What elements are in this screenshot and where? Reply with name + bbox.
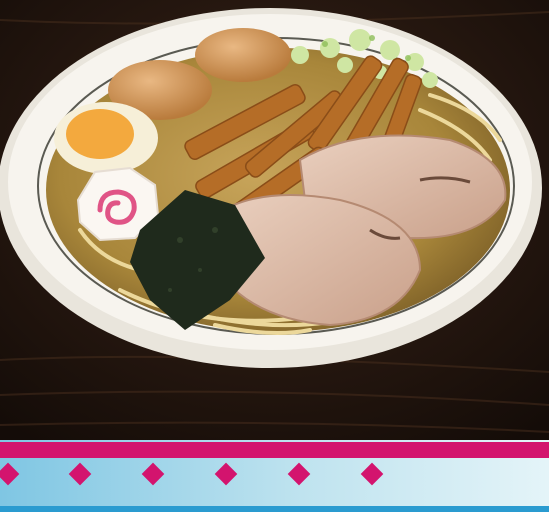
marinated-egg-1 bbox=[108, 60, 212, 120]
ramen-photo bbox=[0, 0, 549, 440]
diamond-icon bbox=[360, 462, 384, 486]
banner-bottom-line bbox=[0, 506, 549, 512]
menma bbox=[184, 55, 422, 222]
diamond-icon bbox=[0, 462, 20, 486]
nori-seaweed bbox=[130, 190, 265, 330]
decorative-banner bbox=[0, 440, 549, 512]
diamond-icon bbox=[287, 462, 311, 486]
diamond-icon bbox=[68, 462, 92, 486]
scallions bbox=[291, 29, 438, 88]
marinated-egg-2 bbox=[195, 28, 291, 82]
diamond-icon bbox=[214, 462, 238, 486]
chashu-slice-2 bbox=[213, 194, 422, 327]
banner-top-stripe bbox=[0, 442, 549, 458]
ramen-bowl-illustration bbox=[0, 0, 549, 440]
diamond-icon bbox=[141, 462, 165, 486]
